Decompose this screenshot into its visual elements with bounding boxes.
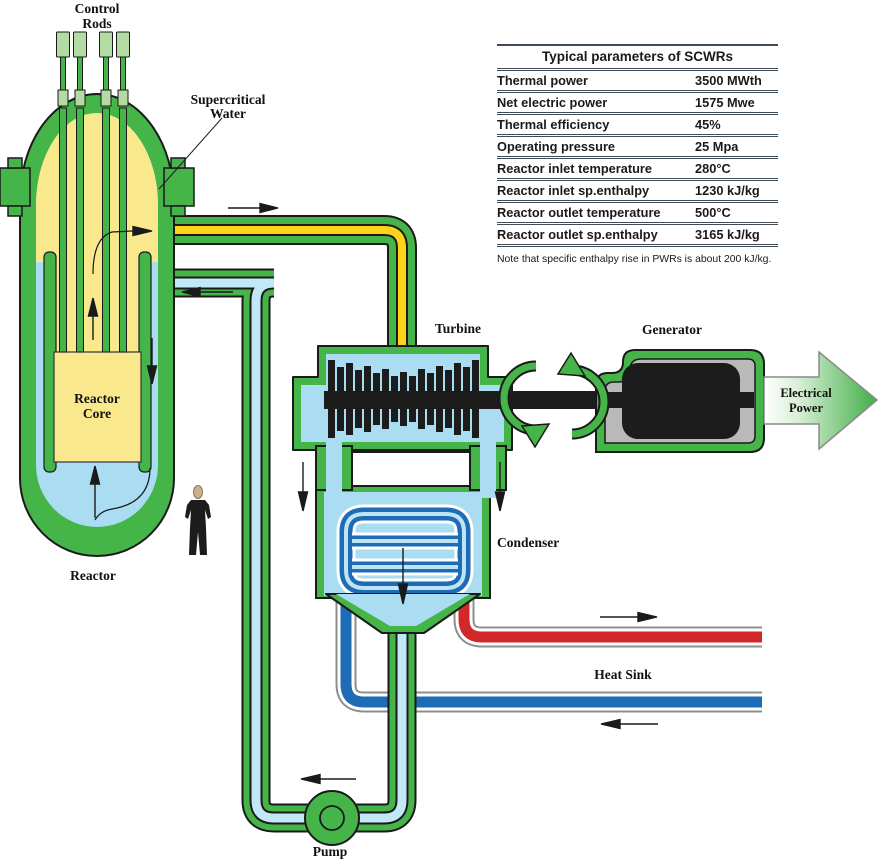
row-value: 45% [695,117,721,132]
control-rod-caps [56,31,130,107]
electrical-power-arrow [763,350,879,451]
generator [595,349,765,453]
heat-sink-label: Heat Sink [594,667,652,682]
turbine-label: Turbine [435,321,481,336]
row-value: 280°C [695,161,731,176]
row-value: 500°C [695,205,731,220]
feedwater-pipe [175,268,417,833]
row-label: Reactor outlet temperature [497,205,661,220]
shaft-rotation-arrows [498,351,610,449]
reactor-core-label: Reactor [74,391,120,406]
supercritical-water-leader-line [158,117,223,190]
pump-label: Pump [313,844,348,859]
row-label: Thermal efficiency [497,117,610,132]
parameters-table-title: Typical parameters of SCWRs [497,46,778,71]
control-rod-guides [59,107,127,353]
row-label: Net electric power [497,95,608,110]
reactor-vessel [0,31,195,557]
table-row: Thermal power 3500 MWth [497,71,778,93]
row-label: Reactor inlet sp.enthalpy [497,183,650,198]
reactor-core-label: Core [83,406,111,421]
control-rods-label: Rods [82,16,111,31]
row-value: 1575 Mwe [695,95,755,110]
row-value: 3500 MWth [695,73,762,88]
row-label: Reactor outlet sp.enthalpy [497,227,658,242]
supercritical-water-label: Supercritical [191,92,266,107]
vessel-flanges [0,157,195,217]
row-value: 1230 kJ/kg [695,183,760,198]
steam-pipe [175,215,417,351]
pump [304,790,360,846]
row-label: Thermal power [497,73,589,88]
condenser-funnel [325,593,481,634]
control-rods-label: Control [75,1,120,16]
condenser-label: Condenser [497,535,559,550]
table-row: Reactor outlet sp.enthalpy 3165 kJ/kg [497,225,778,247]
electrical-power-label: Power [789,401,823,415]
reactor-core [53,351,142,463]
row-label: Reactor inlet temperature [497,161,653,176]
control-rod-stems [60,53,126,99]
row-value: 3165 kJ/kg [695,227,760,242]
turbine-leg-gap [351,451,471,487]
row-label: Operating pressure [497,139,616,154]
heat-sink-pipe-cold [335,592,762,713]
generator-label: Generator [642,322,702,337]
parameters-table: Typical parameters of SCWRs Thermal powe… [497,44,778,265]
generator-rotor [622,363,740,439]
row-value: 25 Mpa [695,139,739,154]
supercritical-water-label: Water [210,106,246,121]
reactor-label: Reactor [70,568,116,583]
condenser-coil [336,504,474,598]
table-row: Reactor outlet temperature 500°C [497,203,778,225]
flow-arrows [87,202,658,785]
heat-sink-pipe-hot [453,592,762,648]
table-row: Net electric power 1575 Mwe [497,93,778,115]
table-row: Reactor inlet temperature 280°C [497,159,778,181]
table-row: Operating pressure 25 Mpa [497,137,778,159]
table-row: Thermal efficiency 45% [497,115,778,137]
turbine-blades [328,360,479,438]
table-row: Reactor inlet sp.enthalpy 1230 kJ/kg [497,181,778,203]
person-figure [185,485,211,555]
table-note: Note that specific enthalpy rise in PWRs… [497,254,772,265]
electrical-power-label: Electrical [780,386,832,400]
